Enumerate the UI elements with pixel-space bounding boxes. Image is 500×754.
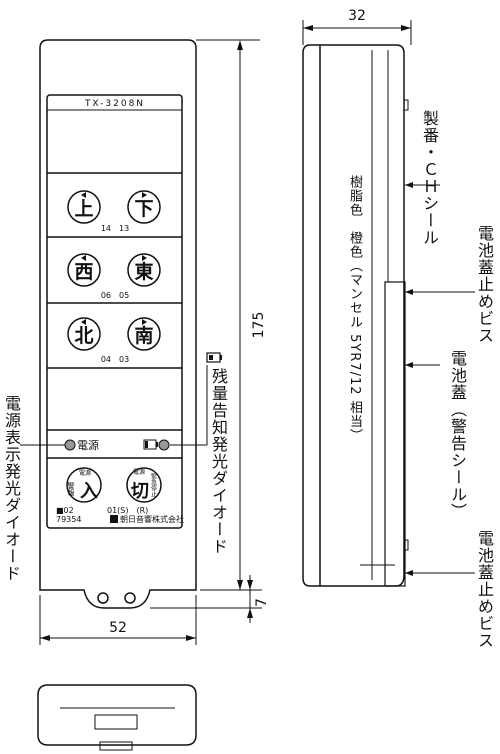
company-logo [110,515,118,523]
screw-hole-left [97,592,109,604]
arrow-left-icon [81,192,86,198]
footer-row2-left: 79354 [56,515,81,524]
power-on-top: 電源 [79,469,91,477]
arrow-left-icon [81,319,86,325]
south-label: 南 [134,325,153,347]
dimension-arrows [40,25,413,641]
front-view [39,39,197,609]
display-window [46,109,183,174]
power-off-top: 電源 [133,468,145,476]
arrow-right-icon [142,255,147,261]
side-view [302,44,409,587]
screw-top-label: 電池蓋止めビス [475,225,494,344]
button-west [67,253,101,287]
codes-west-east: 06 05 [101,291,129,300]
power-led-label: 電源表示発光ダイオード [2,395,21,582]
dim-depth: 32 [348,8,366,24]
company-name: 朝日音響株式会社 [120,514,184,524]
side-top-screw [403,99,409,111]
button-north [67,317,101,351]
bottom-body-outline [37,684,197,746]
battery-cover-side [384,281,406,587]
battery-legend-icon [206,352,221,363]
dim-tab: 7 [254,598,270,607]
button-power-on [66,467,102,503]
battery-cover-label: 電池蓋（警告シール） [448,350,467,520]
west-label: 西 [74,261,93,283]
battery-led-label: 残量告知発光ダイオード [209,368,228,555]
footer-row1-left: ■02 [56,506,74,515]
power-off-main: 切 [131,481,149,502]
footer-row1-right: 01(S) (R) [107,506,148,515]
dim-width: 52 [109,620,127,636]
arrow-marks [81,192,147,325]
front-body-outline [39,39,197,609]
screw-bottom-label: 電池蓋止めビス [475,530,494,649]
bottom-view [37,684,197,751]
bottom-clip [99,741,133,751]
resin-color-label: 樹脂色 橙色（マンセル 5YR7/12 相当） [347,175,362,443]
arrow-right-icon [142,319,147,325]
codes-north-south: 04 03 [101,355,129,364]
side-bottom-screw [403,539,409,551]
power-on-main: 入 [80,481,98,502]
east-label: 東 [134,260,153,283]
battery-led-icon [158,439,170,451]
power-led-icon [64,439,76,451]
north-label: 北 [74,325,93,347]
down-label: 下 [134,198,153,220]
screw-hole-right [124,592,136,604]
button-power-off [126,467,162,503]
power-on-side: 警報 [67,481,75,497]
dimension-lines [20,20,475,645]
codes-up-down: 14 13 [101,224,129,233]
button-down [127,190,161,224]
model-label: TX-3208N [84,99,145,109]
button-east [127,253,161,287]
up-label: 上 [74,198,93,220]
indicator-label: 電源 [77,438,99,452]
power-off-side: 緊急停止 [150,473,157,497]
button-south [127,317,161,351]
arrow-left-icon [81,255,86,261]
front-panel [46,94,183,529]
serial-seal-label: 製番・ＣＨシール [420,110,439,246]
dim-height: 175 [251,312,267,339]
button-up [67,190,101,224]
arrow-right-icon [142,192,147,198]
